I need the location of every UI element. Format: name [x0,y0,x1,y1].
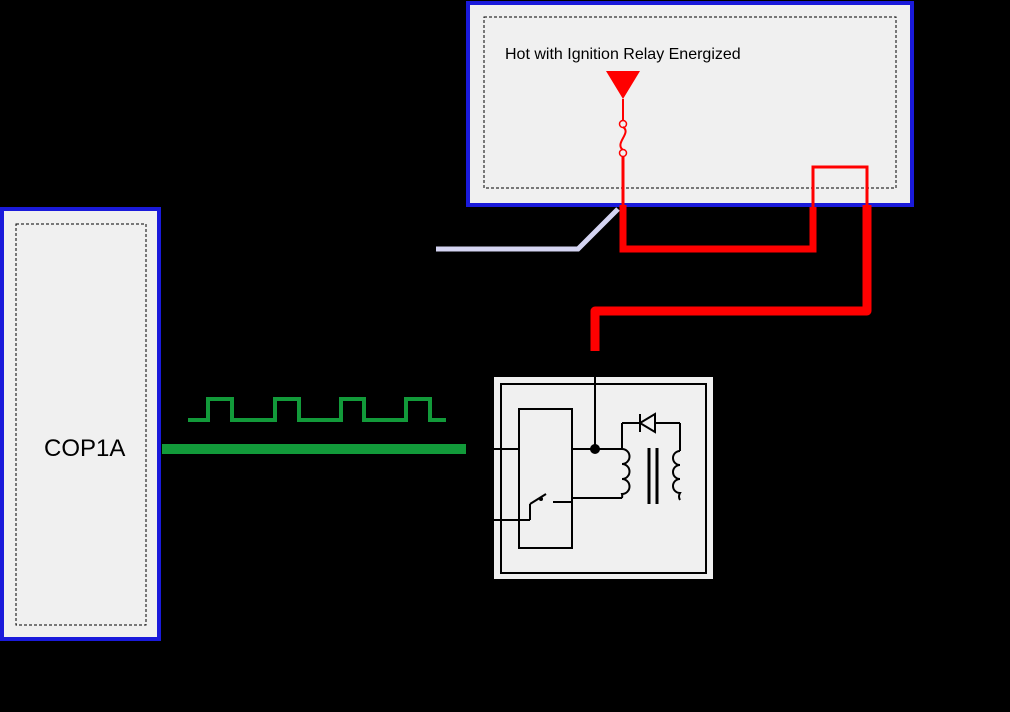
ignition-coil-symbol [494,351,713,579]
fuse-box-frame [466,1,914,207]
secondary-winding [672,450,682,501]
module-label: COP1A [44,435,125,462]
fuse-box-inner-border [483,16,897,189]
fuse-box: Hot with Ignition Relay Energized [466,1,914,207]
square-wave-icon [188,397,446,422]
module-inner-border [15,223,147,626]
power-wire-jumper [619,205,817,253]
coil-housing-inner [500,383,707,574]
power-wire-internal-loop [811,165,869,207]
igniter-module [518,408,573,549]
power-wire-to-coil [590,205,872,351]
primary-winding [620,448,631,499]
ground-wire [436,207,620,252]
power-source-triangle-icon [606,71,640,120]
module-box: COP1A [0,207,161,641]
fuse-icon [618,119,628,158]
fuse-box-label: Hot with Ignition Relay Energized [505,46,741,63]
power-wire-group [590,157,872,351]
module-frame [0,207,161,641]
diode-icon [622,412,680,434]
